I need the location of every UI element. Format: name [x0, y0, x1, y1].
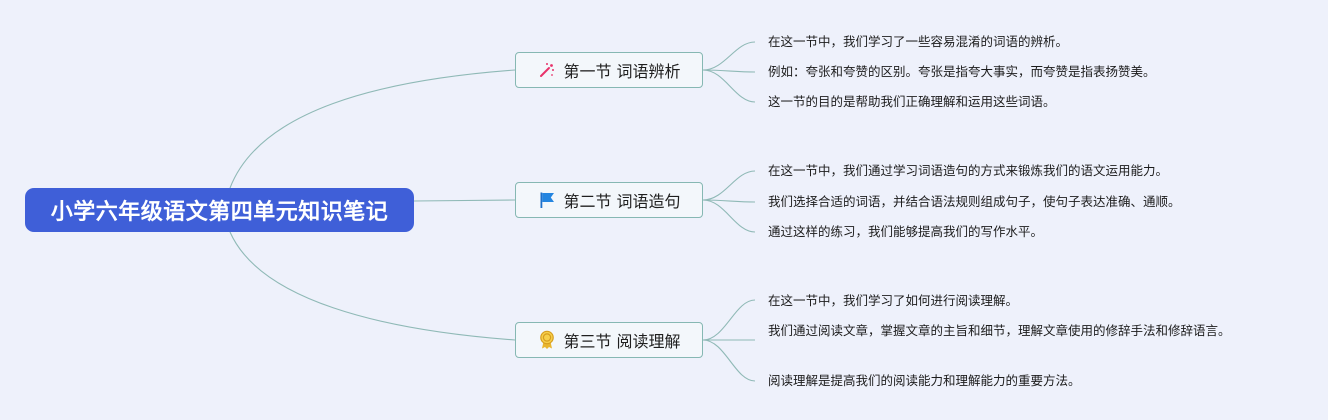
section-1-note-2-connector	[702, 69, 756, 73]
root-to-section-1-connector	[229, 69, 516, 189]
root-topic-label: 小学六年级语文第四单元知识笔记	[50, 200, 389, 225]
award-medal-icon	[537, 330, 557, 350]
root-to-section-3-connector	[229, 231, 516, 341]
section-2-node[interactable]: 第二节 词语造句	[515, 182, 703, 218]
section-3-note-3-connector	[702, 339, 756, 382]
section-3-note-2: 我们通过阅读文章，掌握文章的主旨和细节，理解文章使用的修辞手法和修辞语言。	[768, 323, 1231, 338]
section-2-note-2: 我们选择合适的词语，并结合语法规则组成句子，使句子表达准确、通顺。	[768, 194, 1181, 209]
section-3-title: 第三节 阅读理解	[563, 332, 681, 351]
section-2-note-2-connector	[702, 199, 756, 203]
root-topic[interactable]: 小学六年级语文第四单元知识笔记	[25, 188, 414, 232]
section-1-node[interactable]: 第一节 词语辨析	[515, 52, 703, 88]
section-2-note-1-connector	[702, 170, 756, 201]
flag-icon	[537, 190, 557, 210]
section-2-note-3-connector	[702, 199, 756, 233]
section-3-note-1: 在这一节中，我们学习了如何进行阅读理解。	[768, 293, 1019, 308]
section-3-node[interactable]: 第三节 阅读理解	[515, 322, 703, 358]
section-2-note-1: 在这一节中，我们通过学习词语造句的方式来锻炼我们的语文运用能力。	[768, 163, 1169, 178]
section-1-note-3-connector	[702, 69, 756, 103]
root-to-section-2-connector	[413, 199, 516, 202]
section-3-note-1-connector	[702, 299, 756, 341]
section-2-title: 第二节 词语造句	[563, 192, 681, 211]
section-3-note-3: 阅读理解是提高我们的阅读能力和理解能力的重要方法。	[768, 373, 1081, 388]
section-1-note-2: 例如：夸张和夸赞的区别。夸张是指夸大事实，而夸赞是指表扬赞美。	[768, 64, 1156, 79]
section-2-note-3: 通过这样的练习，我们能够提高我们的写作水平。	[768, 224, 1044, 239]
section-1-note-1: 在这一节中，我们学习了一些容易混淆的词语的辨析。	[768, 34, 1069, 49]
magic-wand-icon	[537, 60, 557, 80]
section-1-note-3: 这一节的目的是帮助我们正确理解和运用这些词语。	[768, 94, 1056, 109]
section-1-note-1-connector	[702, 41, 756, 71]
section-1-title: 第一节 词语辨析	[563, 62, 681, 81]
